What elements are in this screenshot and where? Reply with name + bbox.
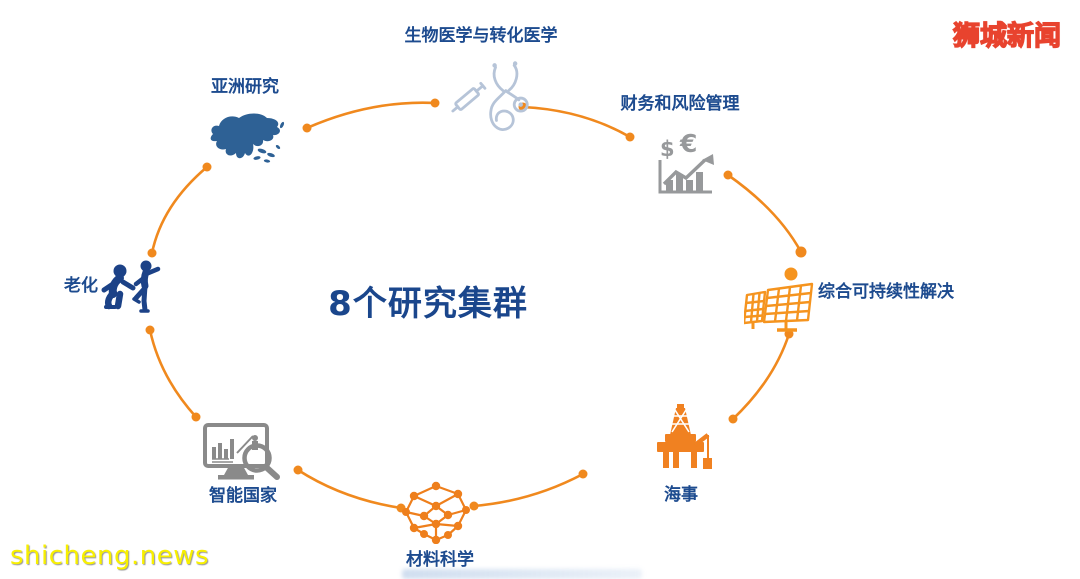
cropped-text-artifact (402, 569, 642, 579)
oil-rig-icon (646, 404, 716, 474)
cluster-label-maritime: 海事 (664, 485, 698, 505)
cluster-label-asian-studies: 亚洲研究 (211, 77, 279, 97)
monitor-search-icon (203, 423, 281, 481)
elderly-people-icon (99, 258, 169, 316)
cluster-label-finance: 财务和风险管理 (620, 94, 740, 114)
cluster-label-sustainability: 综合可持续性解决 (818, 282, 954, 302)
cluster-label-aging: 老化 (64, 276, 98, 296)
cluster-label-biomedical: 生物医学与转化医学 (404, 26, 558, 46)
svg-text:$: $ (660, 137, 675, 161)
site-url-watermark: shicheng.news (10, 541, 210, 571)
solar-panel-icon (744, 264, 822, 336)
finance-chart-icon: $ € (652, 132, 724, 198)
site-logo: 狮城新闻 (952, 20, 1061, 52)
cluster-label-materials: 材料科学 (406, 550, 474, 570)
cluster-label-smart-nation: 智能国家 (209, 486, 277, 506)
stethoscope-icon (447, 56, 531, 142)
molecule-icon (402, 480, 472, 544)
asia-map-icon (205, 110, 289, 168)
svg-text:€: € (679, 132, 697, 158)
diagram-title: 8个研究集群 (328, 284, 528, 324)
